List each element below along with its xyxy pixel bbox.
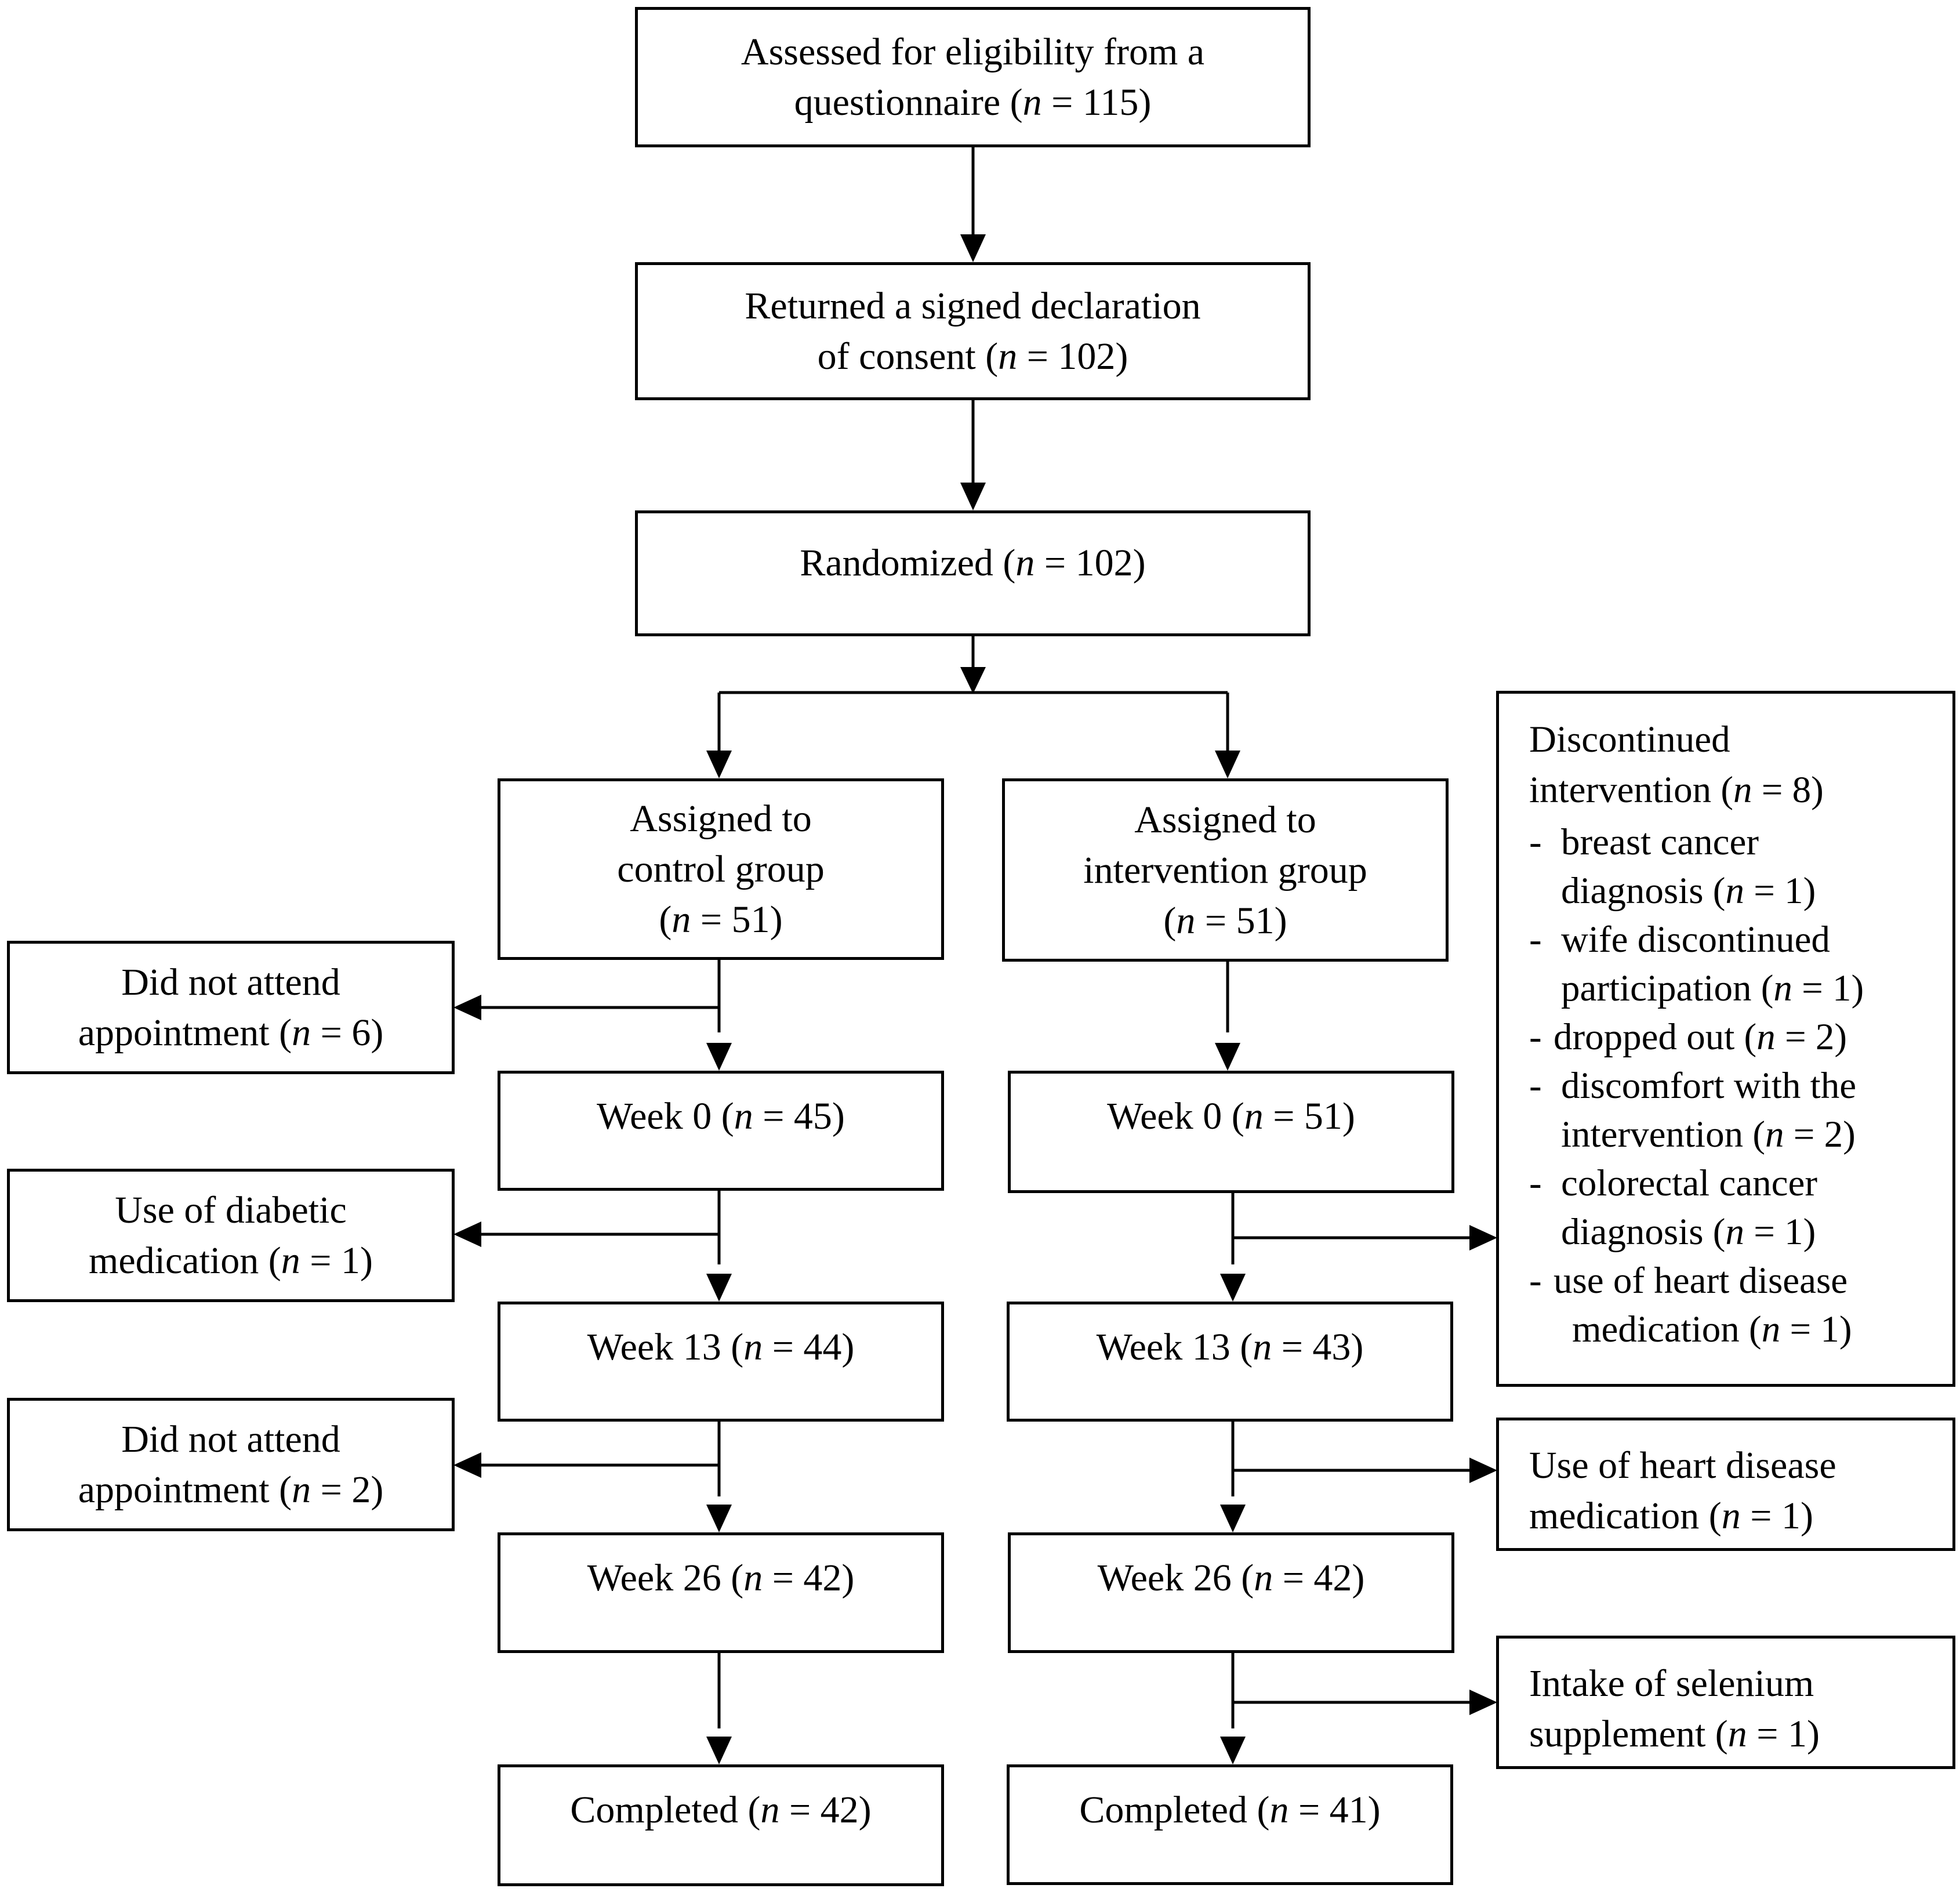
box-line: appointment (n = 2) [78, 1469, 384, 1511]
arrowhead [706, 1505, 732, 1532]
box-intervention-exclusion-week26: Use of heart disease medication (n = 1) [1496, 1418, 1955, 1551]
box-consent: Returned a signed declaration of consent… [635, 262, 1311, 400]
box-intervention-week0: Week 0 (n = 51) [1008, 1071, 1454, 1193]
list-item: - dropped out (n = 2) [1529, 1016, 1848, 1058]
box-line: Assigned to [630, 798, 812, 840]
box-control-exclusion-week26: Did not attend appointment (n = 2) [7, 1398, 455, 1531]
box-intervention-group: Assigned to intervention group (n = 51) [1002, 778, 1449, 962]
box-line: supplement (n = 1) [1529, 1713, 1820, 1755]
box-control-exclusion-week0: Did not attend appointment (n = 6) [7, 941, 455, 1074]
box-line: medication (n = 1) [1529, 1495, 1813, 1537]
box-line: Did not attend [121, 961, 340, 1003]
box-intervention-completed: Completed (n = 41) [1007, 1764, 1453, 1885]
box-line: Use of diabetic [115, 1189, 347, 1231]
box-control-week0: Week 0 (n = 45) [498, 1071, 944, 1191]
box-line: Week 13 (n = 43) [1096, 1326, 1364, 1368]
box-intervention-exclusion-completed: Intake of selenium supplement (n = 1) [1496, 1636, 1955, 1769]
box-line: questionnaire (n = 115) [794, 81, 1152, 124]
arrowhead [1220, 1274, 1246, 1302]
arrowhead [1469, 1690, 1497, 1715]
box-control-week26: Week 26 (n = 42) [498, 1532, 944, 1653]
box-line: control group [617, 848, 825, 890]
box-randomized: Randomized (n = 102) [635, 510, 1311, 636]
box-line: Completed (n = 42) [570, 1789, 872, 1831]
box-line: Week 26 (n = 42) [587, 1557, 855, 1599]
box-line: intervention group [1083, 849, 1367, 891]
box-line: Discontinued [1529, 719, 1730, 760]
arrowhead [960, 667, 986, 694]
box-assessed: Assessed for eligibility from a question… [635, 7, 1311, 147]
box-intervention-week26: Week 26 (n = 42) [1008, 1532, 1454, 1653]
box-line: medication (n = 1) [89, 1239, 373, 1282]
box-line: Assigned to [1134, 798, 1316, 841]
box-line: of consent (n = 102) [817, 335, 1128, 378]
box-intervention-discontinued: Discontinued intervention (n = 8) - brea… [1496, 691, 1955, 1387]
arrowhead [453, 995, 481, 1020]
arrowhead [706, 1274, 732, 1302]
box-control-completed: Completed (n = 42) [498, 1764, 944, 1886]
arrowhead [1469, 1225, 1497, 1251]
box-line: Intake of selenium [1529, 1662, 1814, 1705]
box-control-week13: Week 13 (n = 44) [498, 1302, 944, 1422]
arrowhead [706, 751, 732, 778]
arrowhead [706, 1737, 732, 1764]
box-line: Returned a signed declaration [745, 285, 1201, 327]
arrowhead [1215, 1043, 1240, 1071]
arrowhead [1469, 1458, 1497, 1483]
box-line: (n = 51) [1163, 899, 1287, 942]
box-line: Use of heart disease [1529, 1444, 1836, 1487]
box-line: Week 13 (n = 44) [587, 1326, 855, 1368]
box-control-exclusion-week13: Use of diabetic medication (n = 1) [7, 1169, 455, 1302]
arrowhead [453, 1452, 481, 1478]
box-line: Completed (n = 41) [1079, 1789, 1381, 1831]
arrowhead [960, 234, 986, 262]
box-line: intervention (n = 8) [1529, 769, 1824, 811]
box-line: Week 0 (n = 51) [1107, 1095, 1355, 1137]
box-line: Did not attend [121, 1418, 340, 1460]
arrowhead [706, 1043, 732, 1071]
box-line: appointment (n = 6) [78, 1012, 384, 1054]
arrowhead [1220, 1505, 1246, 1532]
box-line: Week 26 (n = 42) [1097, 1557, 1365, 1599]
box-intervention-week13: Week 13 (n = 43) [1007, 1302, 1453, 1422]
arrowhead [1220, 1737, 1246, 1764]
box-line: Randomized (n = 102) [800, 542, 1146, 584]
arrowhead [1215, 751, 1240, 778]
arrowhead [960, 483, 986, 510]
box-line: (n = 51) [659, 898, 783, 941]
arrowhead [453, 1222, 481, 1247]
box-line: Assessed for eligibility from a [741, 31, 1205, 73]
box-control-group: Assigned to control group (n = 51) [498, 778, 944, 960]
box-line: Week 0 (n = 45) [597, 1095, 845, 1137]
